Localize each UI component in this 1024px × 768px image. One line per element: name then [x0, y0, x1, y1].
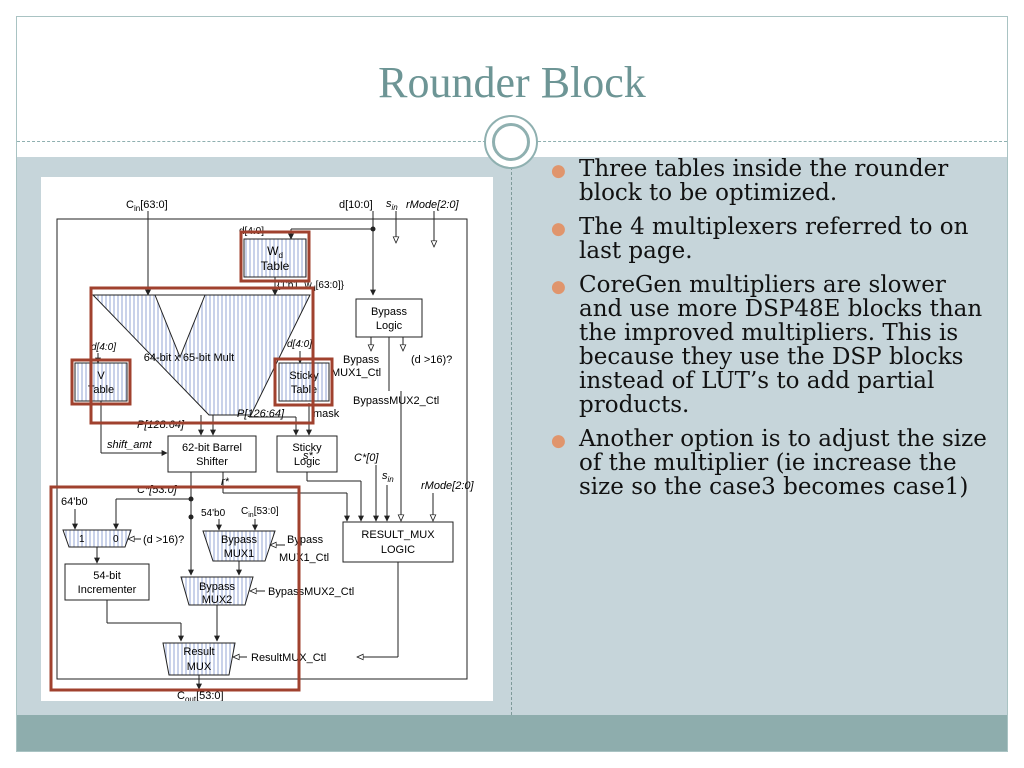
- bullet-dot-icon: ●: [551, 219, 566, 239]
- column-divider: [511, 157, 512, 715]
- d16-bottom-label: (d >16)?: [143, 534, 184, 546]
- rounder-block-diagram: Cin[63:0] d[10:0] sin rMode[2:0] d[4:0] …: [41, 177, 493, 704]
- bullet-item: ●Another option is to adjust the size of…: [551, 426, 987, 500]
- bypass-ctl-right-1: Bypass: [287, 534, 324, 546]
- p128-label: P[128:64]: [137, 419, 185, 431]
- inc-select-mux: [62, 529, 132, 548]
- bypass-mux2-ctl-label: BypassMUX2_Ctl: [268, 586, 354, 598]
- result-mux-logic-block: [342, 521, 454, 563]
- d40-right-label: d[4:0]: [287, 339, 312, 350]
- mask-label: mask: [313, 408, 340, 420]
- bullet-dot-icon: ●: [551, 277, 566, 297]
- result-mux: [162, 642, 236, 676]
- mult-label: 64-bit x 65-bit Mult: [144, 352, 234, 364]
- v-table-label-2: Table: [88, 384, 114, 396]
- inc-label-2: Incrementer: [78, 584, 137, 596]
- inc-label-1: 54-bit: [93, 570, 121, 582]
- bypass-logic-label-2: Logic: [376, 320, 403, 332]
- slide: Rounder Block Cin[63:0] d[: [16, 16, 1008, 752]
- multiplier-block: [91, 294, 311, 416]
- rounder-block-outline: [56, 218, 468, 680]
- barrel-shifter-block: [167, 435, 257, 473]
- bullet-dot-icon: ●: [551, 431, 566, 451]
- bullet-dot-icon: ●: [551, 161, 566, 181]
- bullet-item: ●The 4 multiplexers referred to on last …: [551, 214, 969, 264]
- result-mux-label-1: Result: [183, 646, 214, 658]
- p126-label: P[126:64]: [237, 408, 285, 420]
- v-table-label-1: V: [97, 370, 105, 382]
- mux-1-label: 1: [79, 534, 85, 545]
- bypass-mux1: [202, 530, 276, 562]
- rmode-label: rMode[2:0]: [406, 199, 460, 211]
- d16-top-label: (d >16)?: [411, 354, 452, 366]
- b54-label: 54'b0: [201, 508, 226, 519]
- bypass-logic-label-1: Bypass: [371, 306, 408, 318]
- highlight-muxes: [49, 485, 301, 692]
- highlight-v-table: [70, 358, 132, 406]
- circle-ornament-icon: [484, 115, 538, 169]
- bypass-mux2-label-1: Bypass: [199, 581, 236, 593]
- cout-label: Cout[53:0]: [177, 690, 224, 701]
- sin-label: sin: [386, 198, 398, 212]
- bypass-mux2-ctl-top: BypassMUX2_Ctl: [353, 395, 439, 407]
- b64-label: 64'b0: [61, 496, 88, 508]
- bypass-mux1-label-2: MUX1: [224, 548, 255, 560]
- cin-label: Cin[63:0]: [126, 199, 168, 213]
- sticky-logic-label-1: Sticky: [292, 442, 322, 454]
- barrel-label-1: 62-bit Barrel: [182, 442, 242, 454]
- d-top-label: d[10:0]: [339, 199, 373, 211]
- shift-amt-label: shift_amt: [107, 439, 153, 451]
- v-table: [74, 362, 128, 402]
- barrel-label-2: Shifter: [196, 456, 228, 468]
- cin53-label: Cin[53:0]: [241, 506, 279, 519]
- slide-title: Rounder Block: [378, 58, 646, 107]
- wd-table-label-2: Table: [261, 259, 290, 273]
- bypass-mux1-label-1: Bypass: [221, 534, 258, 546]
- footer-bar: [17, 715, 1007, 751]
- sticky-table: [278, 362, 330, 402]
- rmode2-label: rMode[2:0]: [421, 480, 475, 492]
- incrementer-block: [64, 563, 150, 601]
- sticky-logic-label-2: Logic: [294, 456, 321, 468]
- bypass-mux1-ctl-top-2: MUX1_Ctl: [331, 367, 381, 379]
- d40-left-label: d[4:0]: [91, 342, 116, 353]
- sstar-label: s*: [303, 450, 314, 462]
- multiplier-notch: [154, 294, 206, 359]
- bypass-ctl-right-2: MUX1_Ctl: [279, 552, 329, 564]
- bypass-mux1-ctl-top-1: Bypass: [343, 354, 380, 366]
- highlight-wd-table: [239, 230, 311, 283]
- sticky-table-label-2: Table: [291, 384, 317, 396]
- sin2-label: sin: [382, 470, 394, 484]
- result-mux-label-2: MUX: [187, 661, 212, 673]
- highlight-multiplier: [89, 286, 315, 425]
- result-mux-ctl-label: ResultMUX_Ctl: [251, 652, 326, 664]
- bypass-mux2-label-2: MUX2: [202, 594, 233, 606]
- bullet-item: ●Three tables inside the rounder block t…: [551, 156, 949, 206]
- bullet-item: ●CoreGen multipliers are slower and use …: [551, 272, 983, 418]
- result-mux-logic-label-2: LOGIC: [381, 544, 415, 556]
- c0-label: C*[0]: [354, 452, 379, 464]
- bypass-logic-block: [355, 298, 423, 338]
- bullet-list: ●Three tables inside the rounder block t…: [539, 157, 991, 509]
- mux-0-label: 0: [113, 534, 119, 545]
- result-mux-logic-label-1: RESULT_MUX: [361, 529, 435, 541]
- rstar-label: r*: [221, 476, 230, 488]
- sticky-table-label-1: Sticky: [289, 370, 319, 382]
- highlight-sticky-table: [273, 357, 334, 407]
- bypass-mux2: [180, 576, 254, 606]
- wd-table-label: Wd: [267, 244, 283, 260]
